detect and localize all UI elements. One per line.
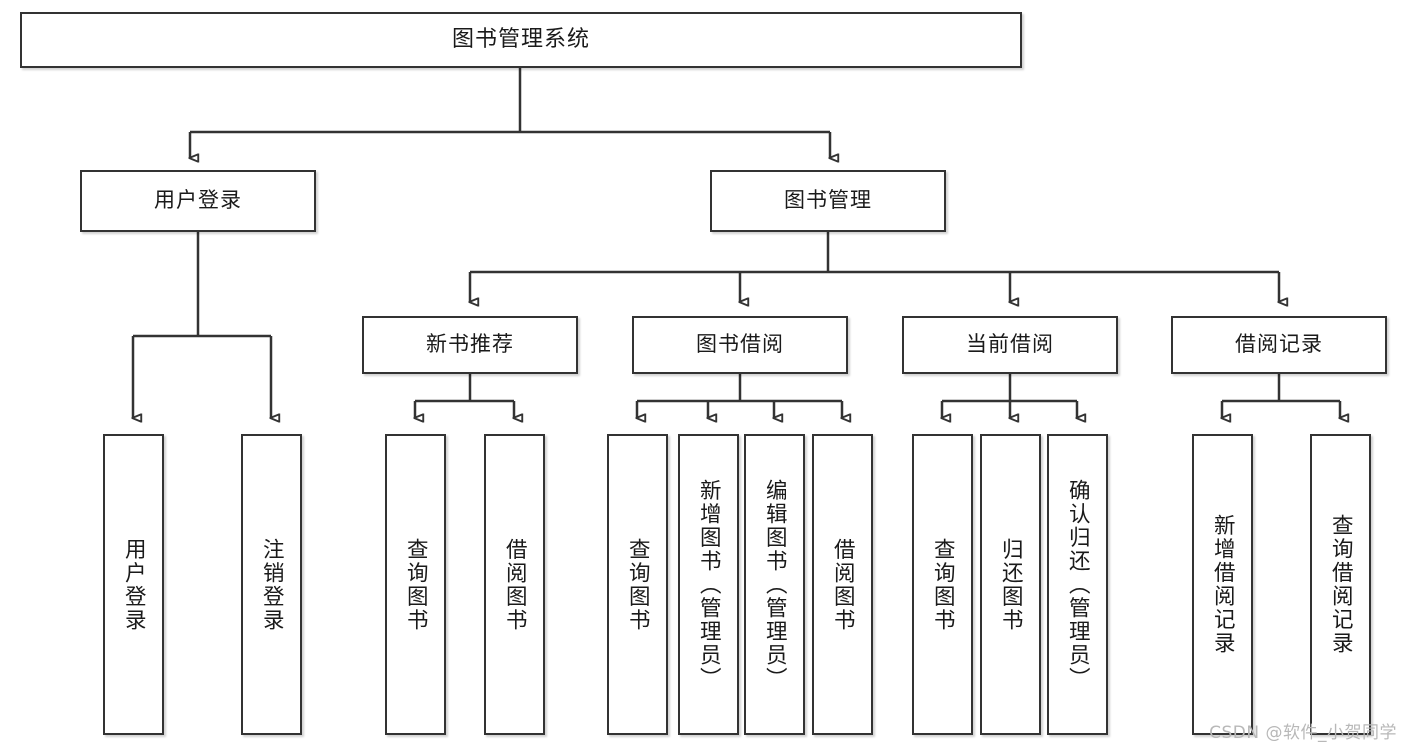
leaf-borrow-book-recommend[interactable]: 借阅图书 [484,434,545,735]
node-label: 当前借阅 [966,332,1054,357]
leaf-query-book-current[interactable]: 查询图书 [912,434,973,735]
leaf-user-login[interactable]: 用户登录 [103,434,164,735]
node-label: 查询图书 [625,537,651,632]
node-label: 查询图书 [403,537,429,632]
node-label: 图书管理系统 [451,26,590,52]
node-label: 新书推荐 [426,332,514,357]
node-book-manage[interactable]: 图书管理 [710,170,946,232]
leaf-borrow-book[interactable]: 借阅图书 [812,434,873,735]
node-label: 查询借阅记录 [1328,514,1354,655]
node-label: 借阅记录 [1235,332,1323,357]
node-new-book-recommend[interactable]: 新书推荐 [362,316,578,374]
node-label: 注销登录 [259,537,285,632]
node-book-borrow[interactable]: 图书借阅 [632,316,848,374]
node-label: 借阅图书 [830,537,856,632]
node-label: 新增借阅记录 [1210,514,1236,655]
node-user-login[interactable]: 用户登录 [80,170,316,232]
leaf-edit-book[interactable]: 编辑图书（管理员） [744,434,805,735]
node-root-system[interactable]: 图书管理系统 [20,12,1022,68]
node-label: 归还图书 [998,537,1024,632]
leaf-return-book[interactable]: 归还图书 [980,434,1041,735]
leaf-query-book-borrow[interactable]: 查询图书 [607,434,668,735]
node-label: 确认归还（管理员） [1065,478,1091,691]
leaf-query-book-recommend[interactable]: 查询图书 [385,434,446,735]
node-label: 借阅图书 [502,537,528,632]
leaf-add-book[interactable]: 新增图书（管理员） [678,434,739,735]
leaf-confirm-return[interactable]: 确认归还（管理员） [1047,434,1108,735]
node-label: 新增图书（管理员） [696,478,722,691]
node-label: 用户登录 [121,537,147,632]
node-label: 用户登录 [154,188,242,213]
leaf-add-borrow-record[interactable]: 新增借阅记录 [1192,434,1253,735]
node-label: 编辑图书（管理员） [762,478,788,691]
watermark-text: CSDN @软件_小贺同学 [1209,723,1397,743]
node-label: 图书管理 [784,188,872,213]
node-current-borrow[interactable]: 当前借阅 [902,316,1118,374]
leaf-user-logout[interactable]: 注销登录 [241,434,302,735]
leaf-query-borrow-record[interactable]: 查询借阅记录 [1310,434,1371,735]
node-label: 图书借阅 [696,332,784,357]
node-label: 查询图书 [930,537,956,632]
node-borrow-record[interactable]: 借阅记录 [1171,316,1387,374]
